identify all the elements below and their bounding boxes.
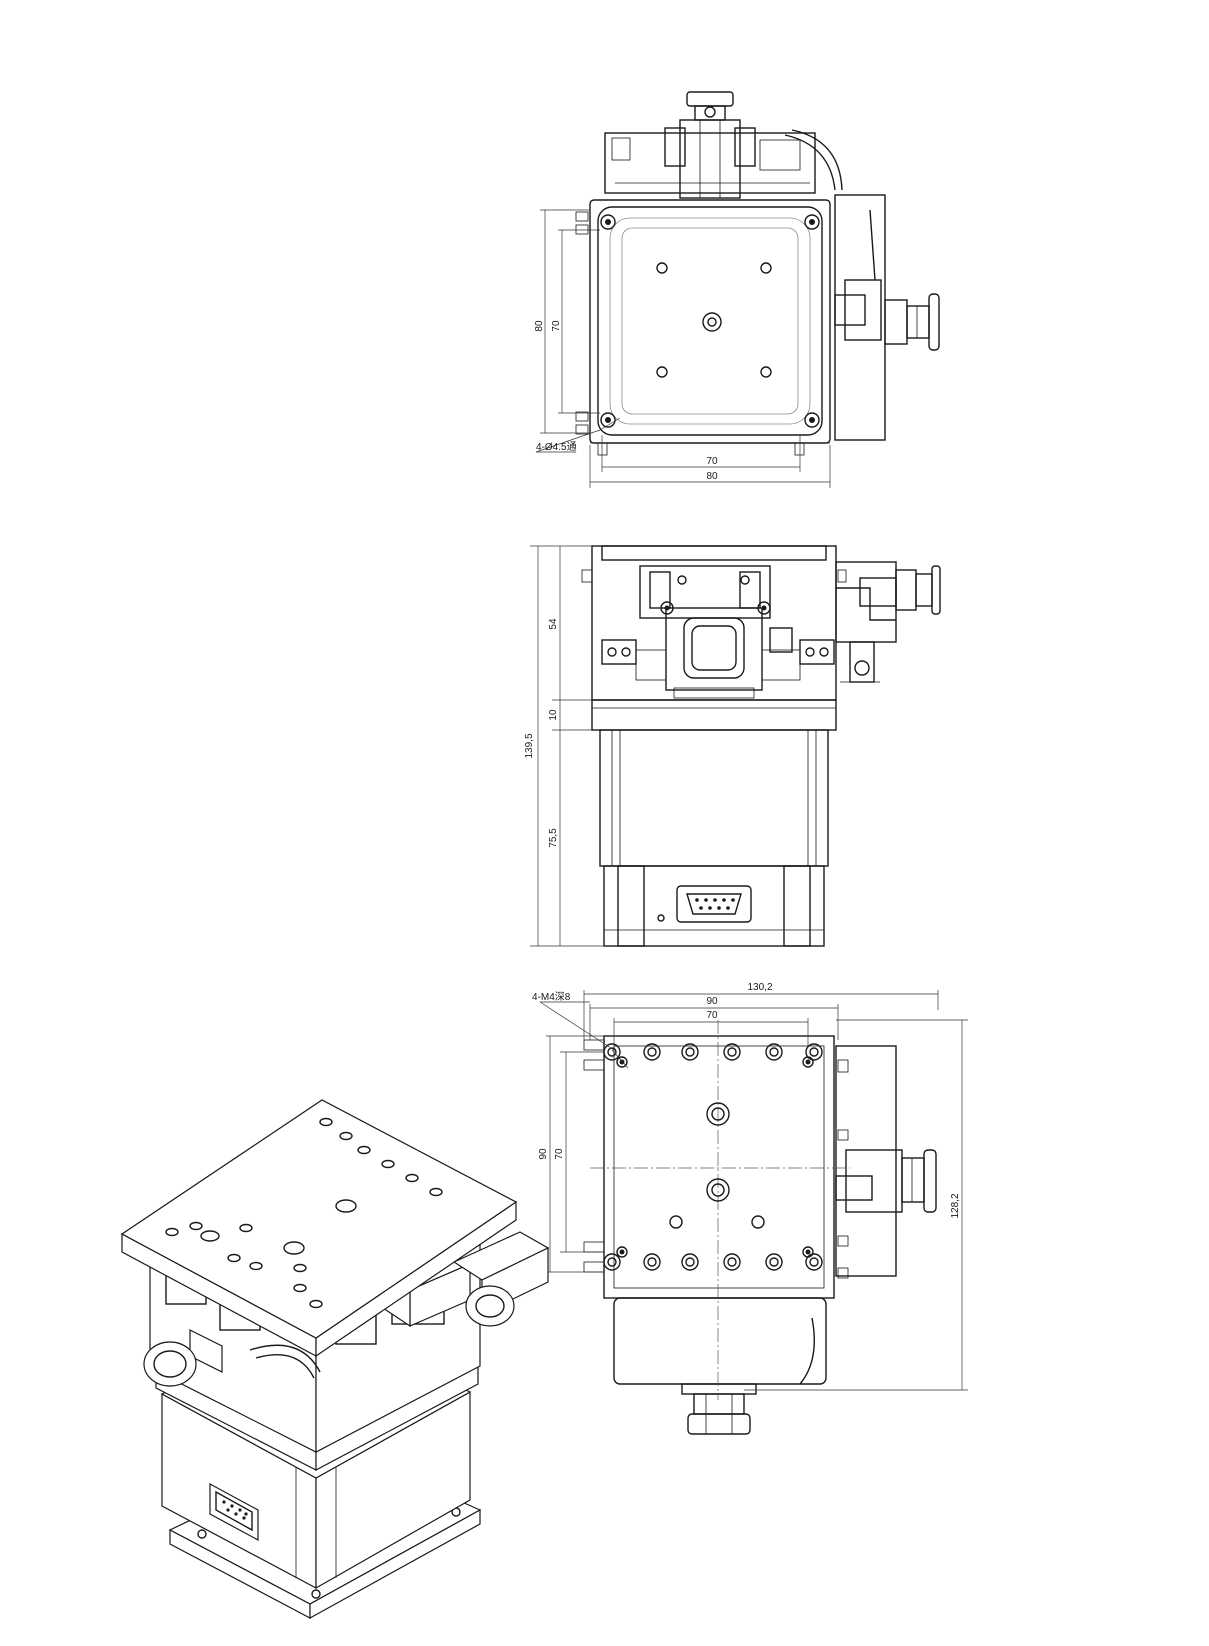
plate-dim-90-horizontal: 90	[706, 996, 718, 1007]
isometric-view	[120, 1099, 550, 1620]
plate-dim-overall-width: 130,2	[747, 982, 772, 993]
top-dim-70-horizontal: 70	[706, 456, 718, 467]
front-view: 139,5 54 10 75,5	[524, 545, 941, 947]
top-dim-80-vertical: 80	[534, 320, 545, 332]
plate-dim-70-vertical: 70	[554, 1148, 565, 1160]
front-dim-total-height: 139,5	[524, 733, 535, 758]
top-hole-callout: 4-Ø4.5通	[536, 441, 577, 453]
plate-dim-overall-height: 128,2	[950, 1193, 961, 1218]
top-dim-80-horizontal: 80	[706, 471, 718, 482]
top-dim-70-vertical: 70	[551, 320, 562, 332]
front-dim-lower: 75,5	[548, 828, 559, 848]
front-dim-upper: 54	[548, 618, 559, 630]
plate-thread-callout: 4-M4深8	[532, 991, 571, 1003]
front-dim-mid: 10	[548, 709, 559, 721]
plate-dim-70-horizontal: 70	[706, 1010, 718, 1021]
plate-view: 130,2 90 70 4-M4深8 90 70 128,2	[532, 982, 968, 1435]
top-view: 80 70 70 80 4-Ø4.5通	[534, 91, 940, 488]
plate-dim-90-vertical: 90	[538, 1148, 549, 1160]
